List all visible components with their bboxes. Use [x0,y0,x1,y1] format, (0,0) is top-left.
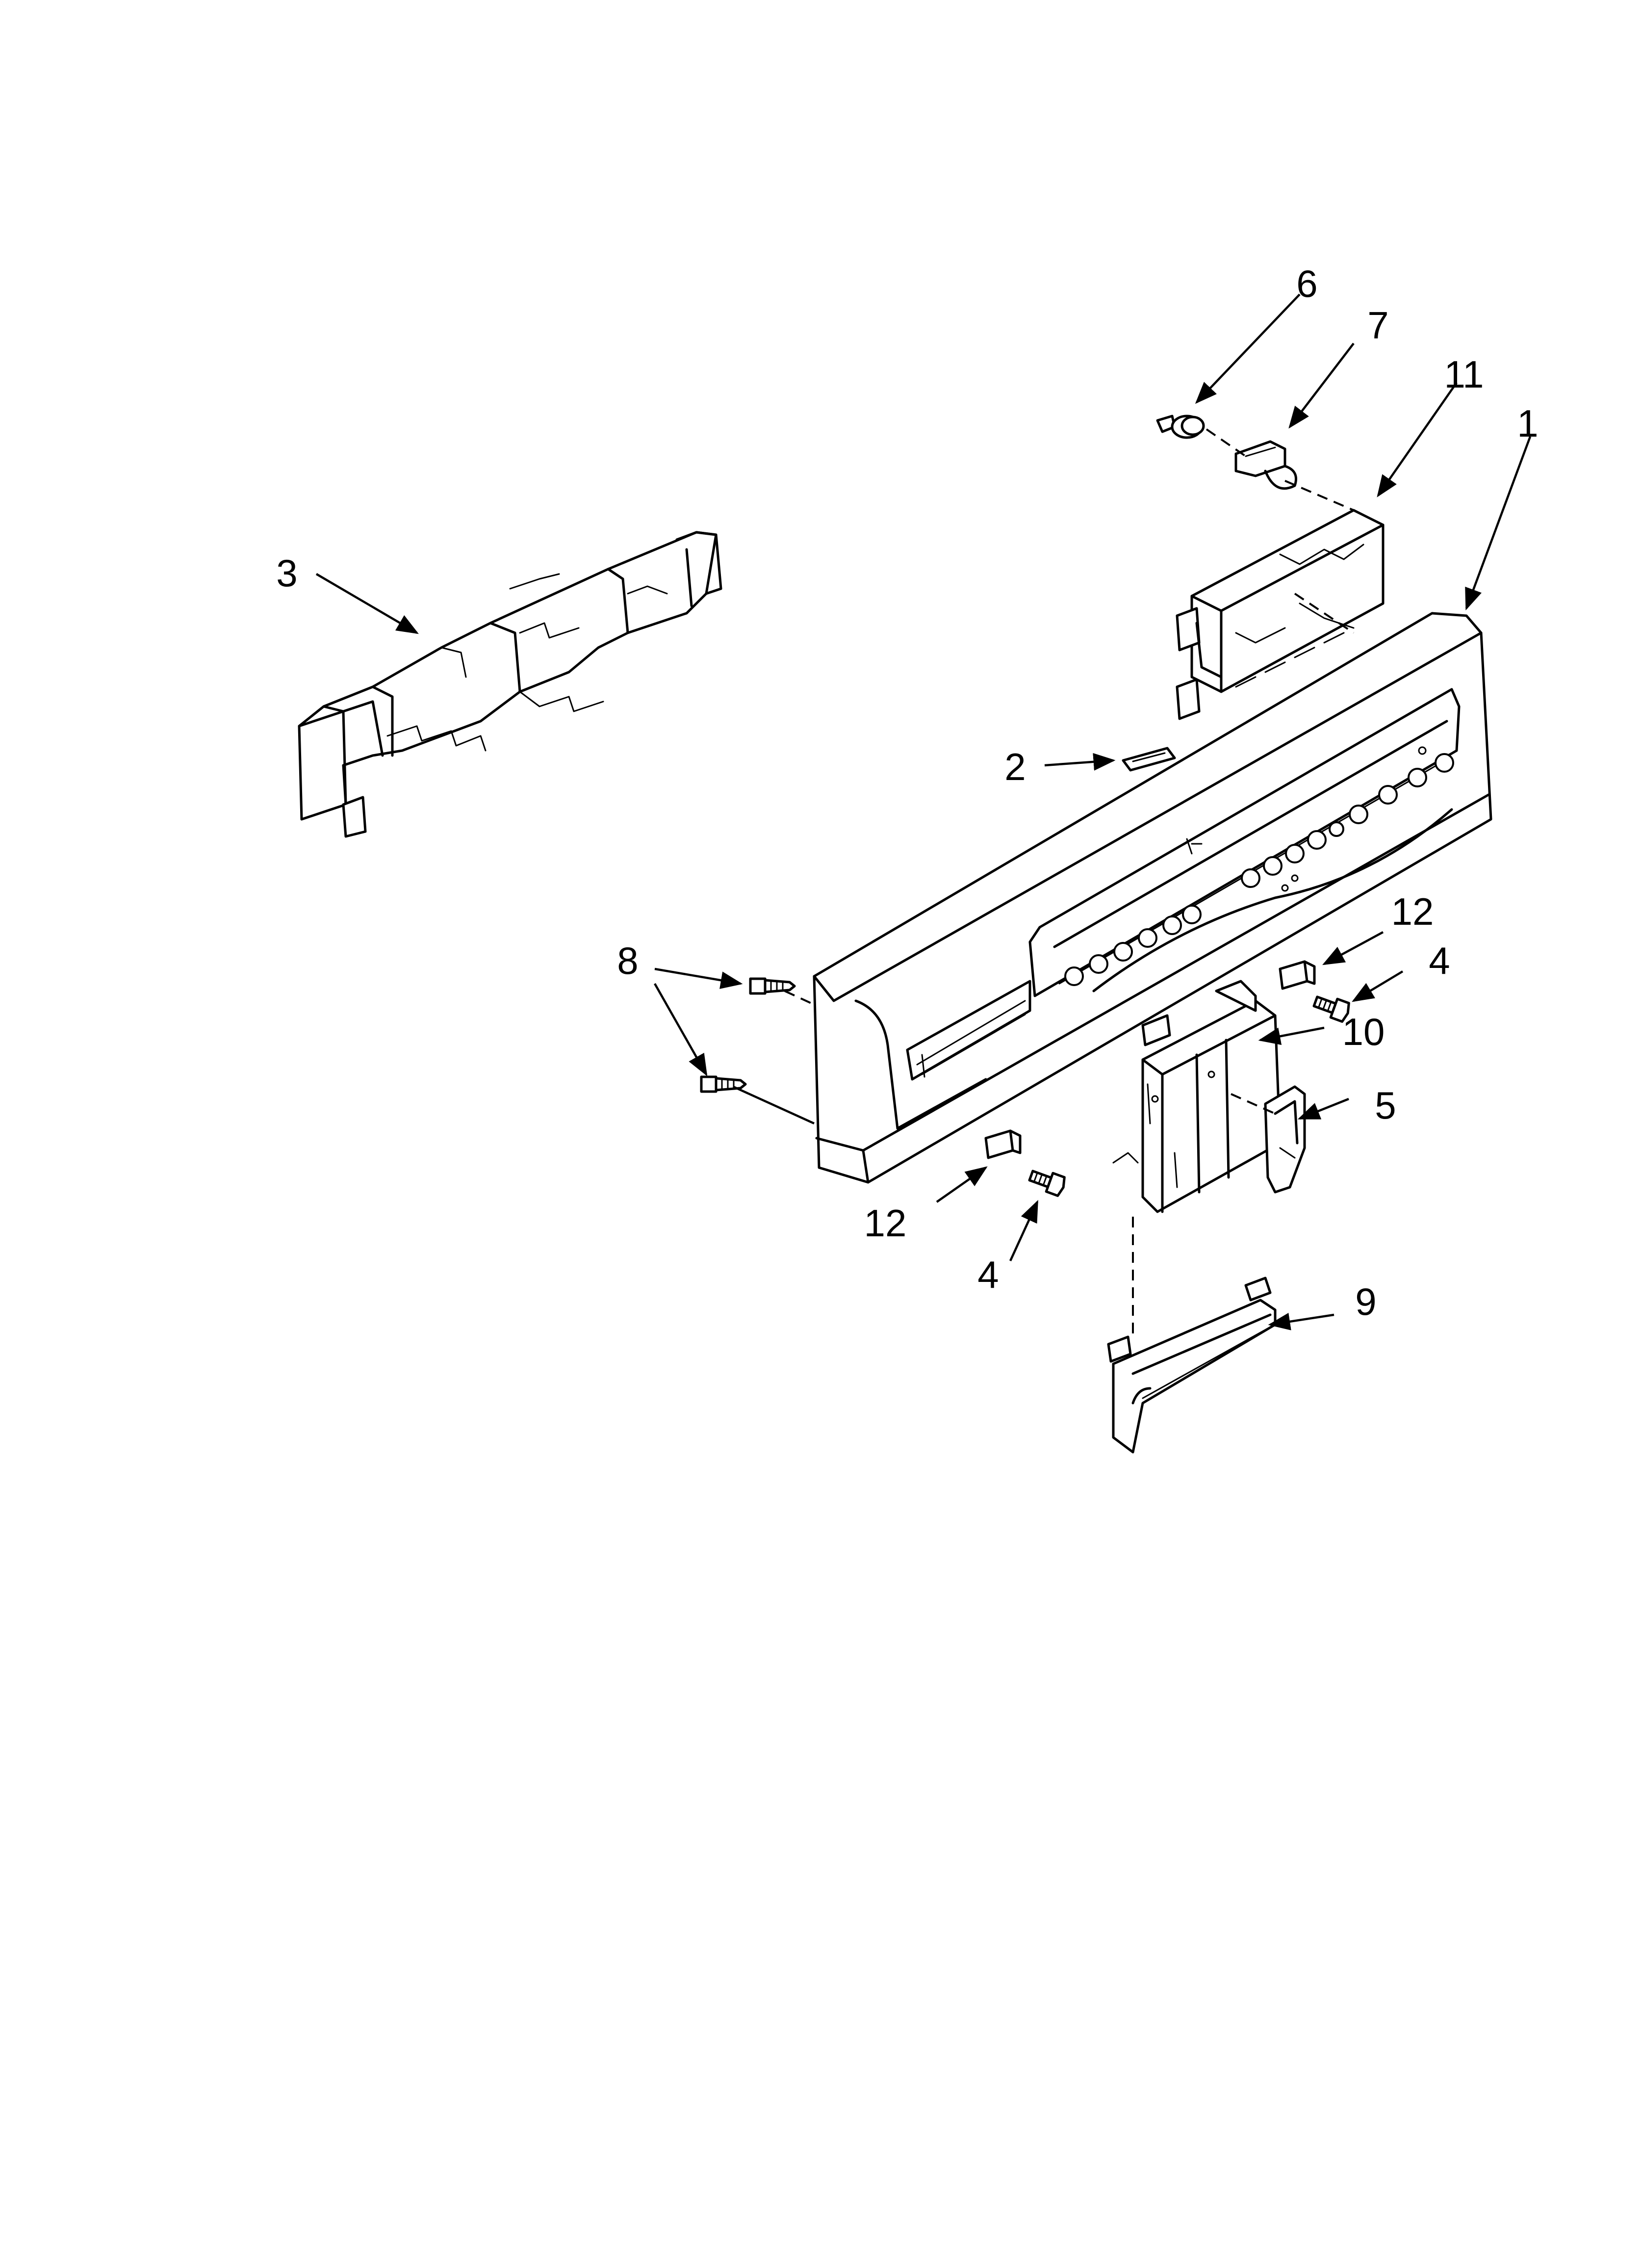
callout-3: 3 [276,551,297,595]
callout-11: 11 [1444,353,1484,396]
part-1-console-panel [813,612,1492,1184]
part-11-control-board [1176,509,1385,720]
callout-labels: 1 2 3 4 4 5 6 7 8 9 10 11 12 12 [276,262,1538,1323]
callout-8: 8 [617,939,638,982]
part-12-clips [984,960,1316,1159]
callout-7: 7 [1367,304,1388,347]
callout-1: 1 [1517,402,1538,445]
callout-6: 6 [1296,262,1317,305]
callout-4-right: 4 [1429,939,1450,982]
part-5-hinge [1264,1085,1306,1194]
callout-leaders [315,293,1532,1330]
part-6-thermal-fuse [1156,415,1205,439]
part-9-trim [1107,1277,1277,1454]
part-8-screws [700,977,796,1093]
part-7-clip [1234,440,1297,490]
part-3-bracket [298,531,722,838]
callout-9: 9 [1355,1280,1376,1323]
assembly-lines [733,428,1355,1339]
callout-5: 5 [1375,1084,1396,1127]
part-4-bolts [1028,995,1350,1197]
callout-10: 10 [1342,1010,1385,1053]
callout-12-right: 12 [1391,890,1434,933]
callout-12-left: 12 [864,1201,907,1245]
callout-2: 2 [1004,745,1026,788]
part-10-bracket-plate [1112,980,1282,1213]
part-2-badge [1122,747,1176,772]
callout-4-left: 4 [977,1253,999,1296]
